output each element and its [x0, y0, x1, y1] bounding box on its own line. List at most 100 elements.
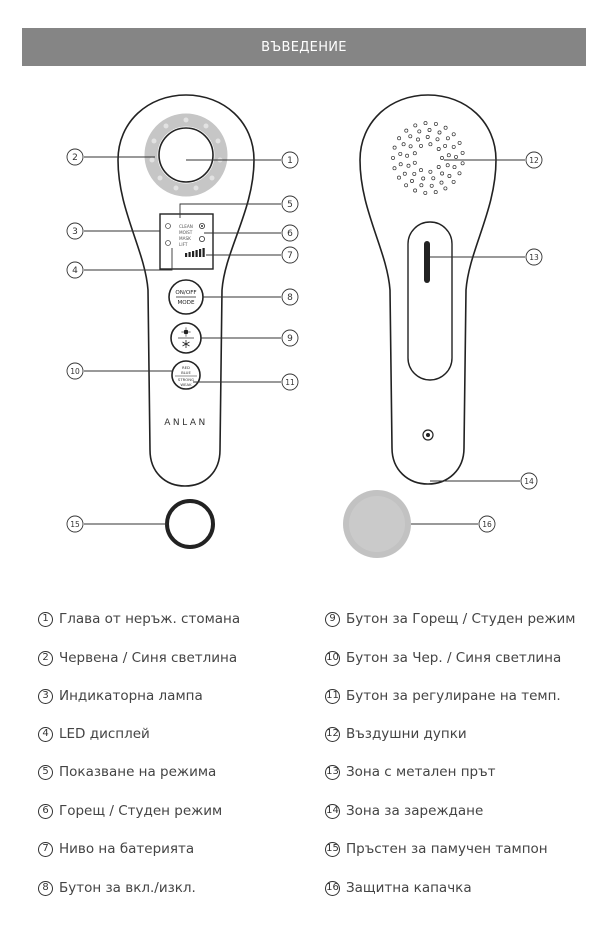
air-hole	[437, 130, 442, 135]
air-hole	[433, 121, 438, 126]
mode-clean: CLEAN	[179, 224, 193, 229]
callout-5: 5	[281, 195, 299, 213]
air-hole	[460, 161, 465, 166]
air-hole	[439, 180, 444, 185]
air-hole	[408, 144, 413, 149]
svg-text:15: 15	[70, 520, 80, 529]
air-hole	[427, 128, 432, 132]
air-hole	[429, 183, 434, 188]
air-hole	[397, 136, 402, 141]
callout-12: 12	[525, 151, 543, 169]
snowflake-icon	[182, 340, 190, 348]
svg-text:2: 2	[72, 153, 78, 163]
air-hole	[392, 166, 397, 171]
air-hole	[419, 143, 423, 148]
air-hole	[412, 160, 417, 165]
svg-text:7: 7	[287, 251, 293, 261]
svg-text:1: 1	[287, 156, 293, 166]
air-hole	[421, 176, 426, 181]
air-hole	[412, 151, 417, 156]
air-hole	[446, 153, 451, 158]
air-hole	[404, 128, 409, 133]
red-label: RED	[182, 365, 190, 370]
air-hole	[401, 142, 406, 147]
svg-text:13: 13	[529, 253, 539, 262]
air-hole	[436, 165, 441, 169]
svg-text:14: 14	[524, 477, 534, 486]
callout-15: 15	[66, 515, 84, 533]
svg-text:10: 10	[70, 367, 80, 376]
air-hole	[408, 134, 413, 139]
blue-label: BLUE	[181, 370, 191, 375]
weak-label: WEAK	[180, 382, 192, 387]
air-hole	[428, 142, 433, 147]
mode-label: MODE	[177, 300, 195, 306]
air-hole	[402, 171, 407, 176]
indicator-lamp-1	[165, 223, 171, 229]
callout-10: 10	[66, 362, 84, 380]
air-hole	[454, 154, 458, 159]
air-holes	[391, 121, 465, 195]
air-hole	[443, 186, 448, 191]
air-hole	[440, 171, 445, 176]
air-hole	[457, 140, 462, 145]
mode-moist: MOIST	[179, 230, 193, 235]
svg-text:8: 8	[287, 293, 293, 303]
air-hole	[397, 175, 401, 180]
svg-text:12: 12	[529, 156, 539, 165]
air-hole	[417, 129, 422, 134]
air-hole	[460, 150, 465, 155]
section-title: ВЪВЕДЕНИЕ	[261, 39, 347, 55]
air-hole	[436, 147, 441, 151]
battery-level-icon	[185, 248, 205, 257]
air-hole	[445, 163, 450, 168]
air-hole	[419, 168, 423, 173]
air-hole	[451, 132, 456, 137]
section-header: ВЪВЕДЕНИЕ	[22, 28, 586, 66]
mode-lift: LIFT	[179, 242, 188, 247]
metal-rod-zone	[407, 221, 453, 381]
air-hole	[405, 153, 410, 158]
callout-3: 3	[66, 222, 84, 240]
air-hole	[392, 145, 397, 150]
steel-head	[158, 127, 214, 183]
device-back	[359, 94, 497, 485]
svg-text:9: 9	[287, 334, 293, 344]
device-front: CLEAN MOIST MASK LIFT ON/OFF MODE	[117, 94, 255, 487]
callout-16: 16	[478, 515, 496, 533]
air-hole	[419, 183, 424, 188]
callout-9: 9	[281, 329, 299, 347]
air-hole	[398, 162, 403, 167]
air-hole	[435, 137, 440, 142]
air-hole	[457, 171, 462, 176]
air-hole	[452, 165, 457, 170]
air-hole	[431, 176, 436, 181]
air-hole	[406, 163, 411, 168]
air-hole	[413, 123, 418, 128]
svg-text:16: 16	[482, 520, 492, 529]
svg-text:5: 5	[287, 200, 293, 210]
air-hole	[428, 169, 433, 174]
air-hole	[404, 183, 409, 188]
led-display	[159, 213, 214, 270]
air-hole	[412, 171, 417, 176]
air-hole	[398, 151, 403, 156]
onoff-label: ON/OFF	[175, 290, 196, 296]
air-hole	[423, 121, 428, 126]
callout-7: 7	[281, 246, 299, 264]
air-hole	[416, 137, 420, 142]
cotton-pad-ring	[165, 499, 215, 549]
callout-1: 1	[281, 151, 299, 169]
air-hole	[413, 188, 418, 193]
callout-13: 13	[525, 248, 543, 266]
callout-4: 4	[66, 261, 84, 279]
air-hole	[443, 143, 448, 148]
sun-icon	[181, 327, 191, 337]
indicator-lamp-2	[165, 240, 171, 246]
svg-text:4: 4	[72, 266, 78, 276]
air-hole	[433, 190, 438, 195]
hot-mode-icon	[198, 222, 205, 229]
air-hole	[445, 136, 450, 141]
mode-mask: MASK	[179, 236, 191, 241]
callout-6: 6	[281, 224, 299, 242]
